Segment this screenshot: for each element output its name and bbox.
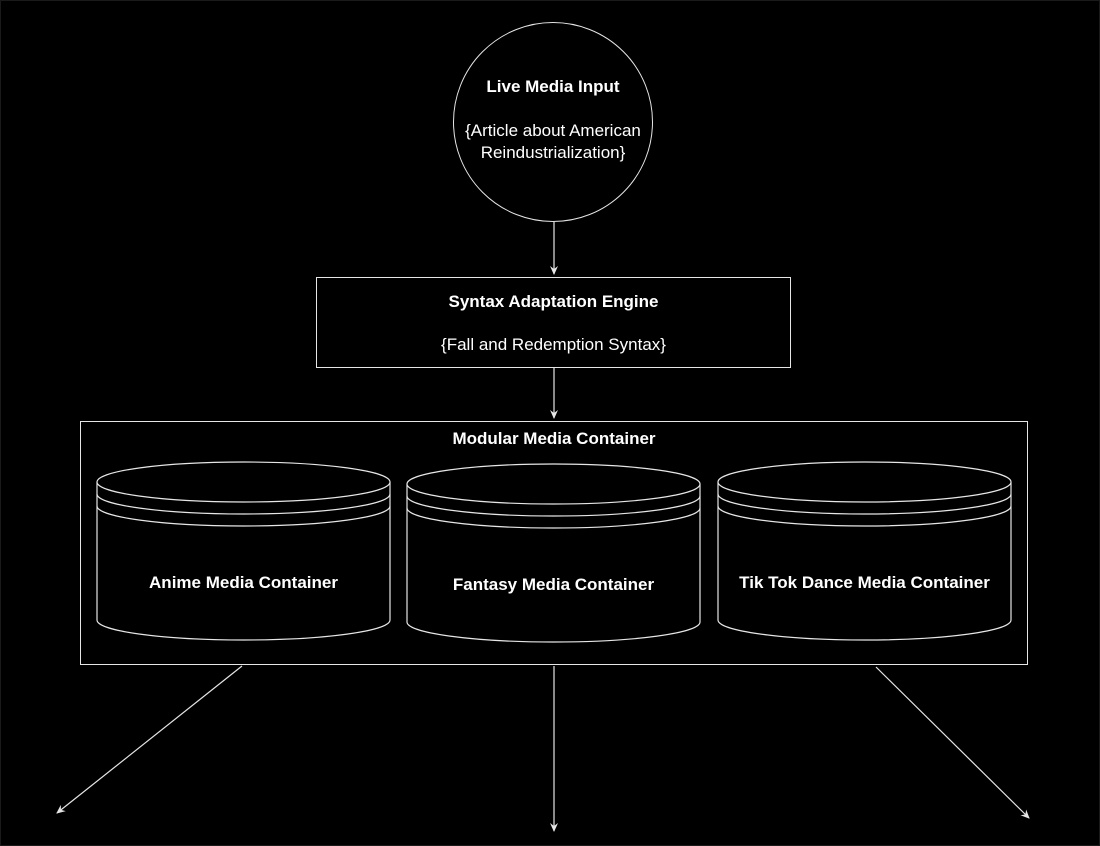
- cylinder-ring-1: [96, 493, 391, 515]
- anime-container-label: Anime Media Container: [149, 573, 338, 592]
- cylinder-ring-2: [717, 505, 1012, 527]
- cylinder-ring-2: [406, 507, 701, 529]
- cylinder-body: [96, 482, 391, 641]
- cylinder-top: [717, 461, 1012, 503]
- tiktok-dance-media-container-cylinder[interactable]: [717, 461, 1012, 641]
- anime-media-container-cylinder[interactable]: [96, 461, 391, 641]
- modular-media-container-title: Modular Media Container: [452, 429, 656, 448]
- syntax-adaptation-engine-node[interactable]: [316, 277, 791, 368]
- subtitle-line-1: {Article about American: [465, 121, 641, 140]
- fantasy-media-container-cylinder[interactable]: [406, 463, 701, 643]
- cylinder-body: [406, 484, 701, 643]
- edge-container-out-right[interactable]: [875, 666, 1030, 819]
- live-media-input-title: Live Media Input: [486, 77, 620, 96]
- cylinder-ring-1: [717, 493, 1012, 515]
- edge-container-out-left[interactable]: [56, 665, 243, 814]
- fantasy-container-label: Fantasy Media Container: [452, 575, 655, 594]
- live-media-input-subtitle: {Article about American Reindustrializat…: [440, 120, 666, 164]
- cylinder-body: [717, 482, 1012, 641]
- syntax-engine-subtitle: {Fall and Redemption Syntax}: [441, 335, 666, 354]
- cylinder-top: [406, 463, 701, 505]
- live-media-input-node[interactable]: [453, 22, 653, 222]
- tiktok-container-label: Tik Tok Dance Media Container: [739, 573, 990, 592]
- cylinder-top: [96, 461, 391, 503]
- modular-media-container-group[interactable]: [80, 421, 1028, 665]
- cylinder-ring-1: [406, 495, 701, 517]
- subtitle-line-2: Reindustrialization}: [480, 143, 626, 162]
- cylinder-ring-2: [96, 505, 391, 527]
- syntax-engine-title: Syntax Adaptation Engine: [448, 292, 659, 311]
